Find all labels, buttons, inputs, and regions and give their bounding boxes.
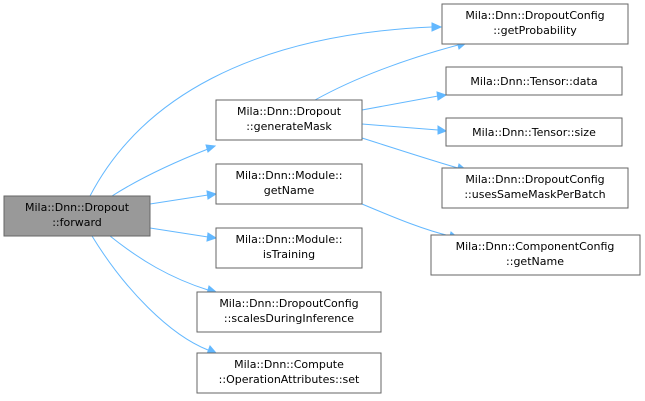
node-forward[interactable]: Mila::Dnn::Dropout ::forward [3,195,151,237]
node-tensorData-label: Mila::Dnn::Tensor::data [470,75,597,88]
node-tensorSize[interactable]: Mila::Dnn::Tensor::size [445,117,623,147]
node-moduleGetName-line1: Mila::Dnn::Module:: [236,169,343,182]
node-getProbability[interactable]: Mila::Dnn::DropoutConfig ::getProbabilit… [441,3,629,45]
edge-forward-isTraining [149,227,209,238]
node-isTraining[interactable]: Mila::Dnn::Module:: isTraining [215,227,363,269]
node-usesSameMask[interactable]: Mila::Dnn::DropoutConfig ::usesSameMaskP… [441,167,629,209]
node-forward-line1: Mila::Dnn::Dropout [25,201,130,214]
node-generateMask-line2: ::generateMask [246,120,332,133]
node-scalesDuringInference-line1: Mila::Dnn::DropoutConfig [219,297,358,310]
edge-forward-moduleGetName [149,194,209,205]
node-moduleGetName[interactable]: Mila::Dnn::Module:: getName [215,163,363,205]
node-moduleGetName-line2: getName [264,184,315,197]
node-forward-line2: ::forward [52,216,102,229]
edge-moduleGetName-componentGetName [361,203,451,237]
node-usesSameMask-line2: ::usesSameMaskPerBatch [464,188,605,201]
edge-generateMask-getProbability [314,44,459,101]
node-isTraining-line2: isTraining [263,248,315,261]
node-scalesDuringInference-line2: ::scalesDuringInference [224,312,354,325]
edge-generateMask-usesSameMask [361,137,459,169]
node-tensorData[interactable]: Mila::Dnn::Tensor::data [445,66,623,96]
node-generateMask-line1: Mila::Dnn::Dropout [237,105,342,118]
node-opAttrSet-line2: ::OperationAttributes::set [219,373,360,386]
edge-forward-opAttrSet [91,235,209,351]
node-opAttrSet-line1: Mila::Dnn::Compute [234,358,344,371]
node-generateMask[interactable]: Mila::Dnn::Dropout ::generateMask [215,99,363,141]
edge-forward-generateMask [111,148,209,197]
edge-generateMask-tensorSize [361,123,439,131]
node-tensorSize-label: Mila::Dnn::Tensor::size [472,126,596,139]
node-isTraining-line1: Mila::Dnn::Module:: [236,233,343,246]
node-componentGetName-line1: Mila::Dnn::ComponentConfig [456,240,615,253]
node-componentGetName[interactable]: Mila::Dnn::ComponentConfig ::getName [430,234,641,276]
node-componentGetName-line2: ::getName [506,255,564,268]
edge-forward-getProbability [89,26,433,197]
edge-generateMask-tensorData [361,95,439,111]
edge-forward-scalesDuringInference [109,235,209,291]
edges [89,22,468,355]
node-scalesDuringInference[interactable]: Mila::Dnn::DropoutConfig ::scalesDuringI… [196,291,382,333]
node-usesSameMask-line1: Mila::Dnn::DropoutConfig [465,173,604,186]
node-opAttrSet[interactable]: Mila::Dnn::Compute ::OperationAttributes… [196,352,382,394]
node-getProbability-line1: Mila::Dnn::DropoutConfig [465,9,604,22]
node-getProbability-line2: ::getProbability [493,24,577,37]
